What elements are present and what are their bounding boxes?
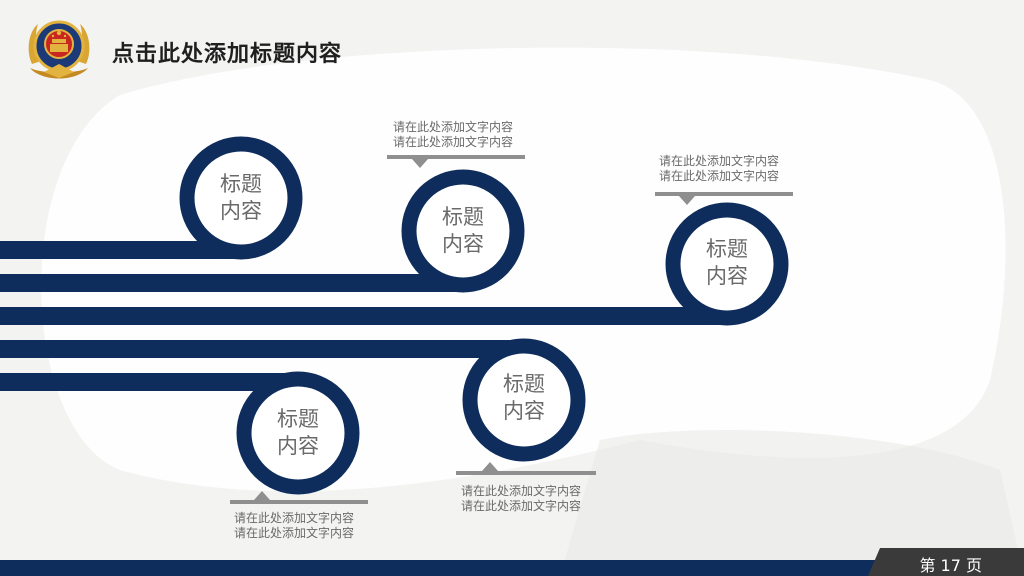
description-1-line2: 请在此处添加文字内容 <box>392 135 513 149</box>
node-label-5-line1: 标题 <box>277 407 319 431</box>
node-label-4[interactable]: 标题 内容 <box>479 371 569 425</box>
band-1 <box>0 241 246 259</box>
slide-title[interactable]: 点击此处添加标题内容 <box>112 42 343 67</box>
description-1[interactable]: 请在此处添加文字内容 请在此处添加文字内容 <box>368 120 538 150</box>
description-1-line1: 请在此处添加文字内容 <box>392 120 513 134</box>
node-label-2-line2: 内容 <box>442 232 484 256</box>
node-ring-3 <box>665 202 789 326</box>
description-4[interactable]: 请在此处添加文字内容 请在此处添加文字内容 <box>209 511 379 541</box>
page-number: 第 17 页 <box>919 556 982 575</box>
footer-page-tab <box>868 548 1024 576</box>
node-label-3-line2: 内容 <box>706 264 748 288</box>
node-ring-2 <box>401 169 525 293</box>
footer-bar <box>0 560 880 576</box>
callout-1 <box>387 155 525 168</box>
description-2[interactable]: 请在此处添加文字内容 请在此处添加文字内容 <box>634 154 804 184</box>
node-ring-4 <box>462 338 586 462</box>
band-5 <box>0 373 305 391</box>
node-label-1[interactable]: 标题 内容 <box>196 171 286 225</box>
description-2-line1: 请在此处添加文字内容 <box>658 154 779 168</box>
description-4-line2: 请在此处添加文字内容 <box>233 526 354 540</box>
police-emblem <box>28 20 90 79</box>
description-4-line1: 请在此处添加文字内容 <box>233 511 354 525</box>
callout-2 <box>655 192 793 205</box>
node-label-4-line1: 标题 <box>503 372 545 396</box>
node-label-2-line1: 标题 <box>442 205 484 229</box>
band-3 <box>0 307 732 325</box>
description-3[interactable]: 请在此处添加文字内容 请在此处添加文字内容 <box>436 484 606 514</box>
node-ring-1 <box>179 136 303 260</box>
node-label-5[interactable]: 标题 内容 <box>253 406 343 460</box>
description-3-line1: 请在此处添加文字内容 <box>460 484 581 498</box>
node-label-1-line1: 标题 <box>220 172 262 196</box>
band-4 <box>0 340 530 358</box>
callout-3 <box>456 462 596 475</box>
node-label-2[interactable]: 标题 内容 <box>418 204 508 258</box>
node-label-1-line2: 内容 <box>220 199 262 223</box>
node-ring-5 <box>236 371 360 495</box>
description-2-line2: 请在此处添加文字内容 <box>658 169 779 183</box>
description-3-line2: 请在此处添加文字内容 <box>460 499 581 513</box>
node-label-4-line2: 内容 <box>503 399 545 423</box>
node-label-5-line2: 内容 <box>277 434 319 458</box>
band-2 <box>0 274 468 292</box>
node-label-3-line1: 标题 <box>706 237 748 261</box>
callout-4 <box>230 491 368 504</box>
node-label-3[interactable]: 标题 内容 <box>682 236 772 290</box>
